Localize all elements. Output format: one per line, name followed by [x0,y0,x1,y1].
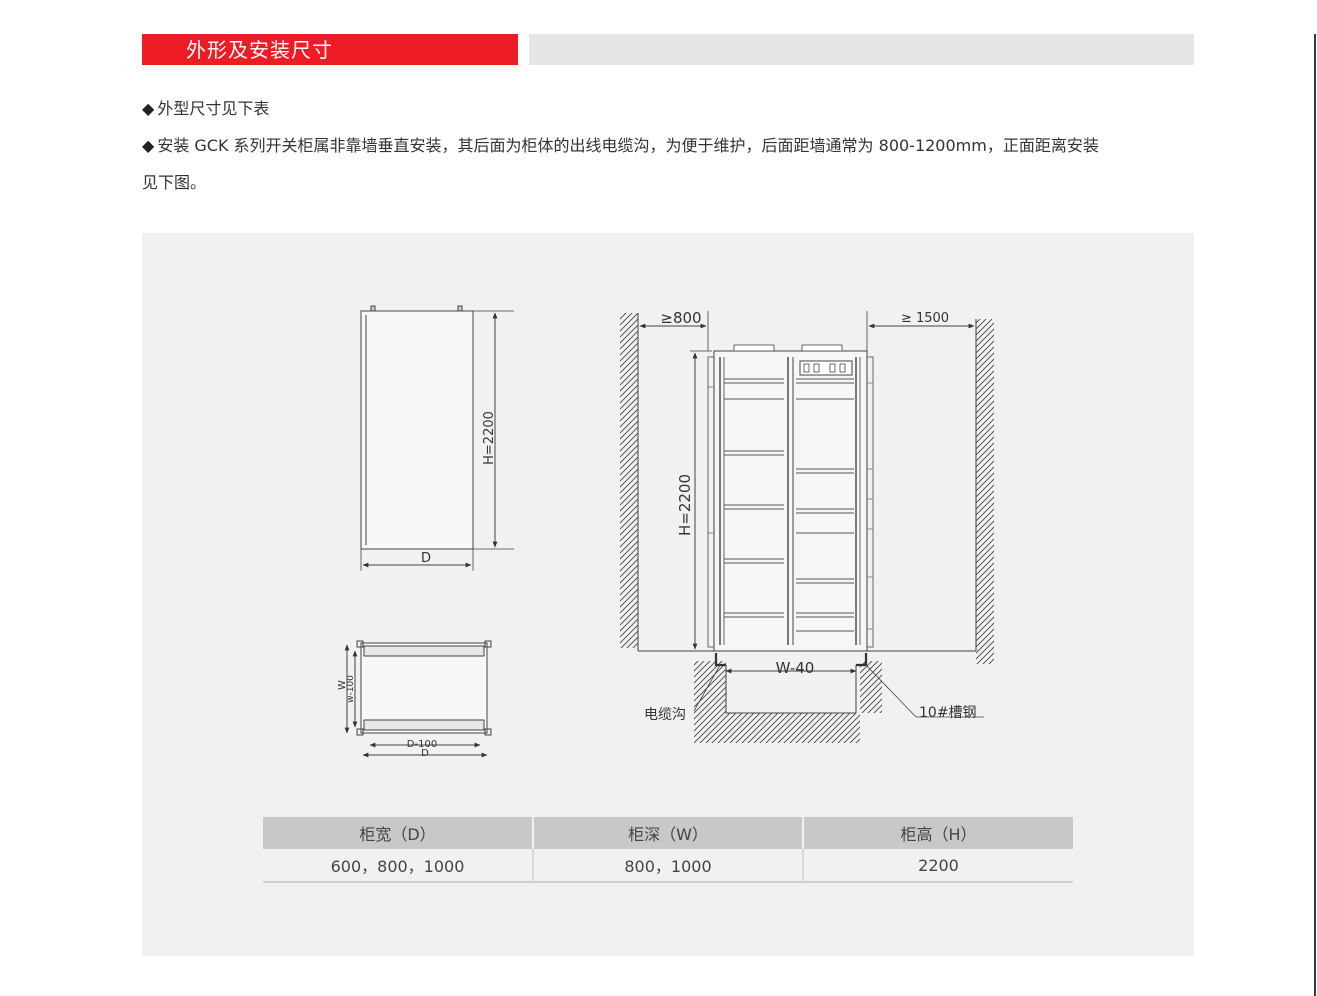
channel-steel-label: 10#槽钢 [919,705,977,721]
table-row: 600，800，1000 800，1000 2200 [263,849,1073,883]
bullet-text-1: 外型尺寸见下表 [157,99,270,118]
front-left-clear-label: ≥800 [660,309,701,327]
bullet-text-2: 安装 GCK 系列开关柜属非靠墙垂直安装，其后面为柜体的出线电缆沟，为便于维护，… [157,136,1099,155]
bullet-line-1: ◆外型尺寸见下表 [142,99,269,119]
top-w100-label: w-100 [346,675,356,703]
diamond-icon: ◆ [142,99,155,118]
top-w-label: W [337,680,348,690]
table-header-row: 柜宽（D） 柜深（W） 柜高（H） [263,817,1073,849]
side-depth-label: D [421,551,431,566]
header-depth: 柜深（W） [533,817,804,849]
front-view [620,311,994,743]
section-title: 外形及安装尺寸 [186,38,333,62]
spec-table: 柜宽（D） 柜深（W） 柜高（H） 600，800，1000 800，1000 … [263,817,1073,883]
section-header: 外形及安装尺寸 [142,34,518,65]
header-height: 柜高（H） [803,817,1073,849]
diamond-icon: ◆ [142,136,155,155]
cable-trench-label: 电缆沟 [644,707,686,723]
page-edge-line [1314,34,1316,996]
bullet-text-3: 见下图。 [142,173,207,192]
header-bar [529,34,1194,65]
front-height-label: H=2200 [676,474,694,536]
front-right-clear-label: ≥ 1500 [901,311,949,326]
side-view [360,305,514,571]
side-height-label: H=2200 [482,411,497,465]
cell-width: 600，800，1000 [263,849,534,883]
drawing-panel: H=2200 D W w-100 D-100 D [142,233,1194,956]
installation-drawing: H=2200 D W w-100 D-100 D [337,305,994,759]
bullet-line-2: ◆安装 GCK 系列开关柜属非靠墙垂直安装，其后面为柜体的出线电缆沟，为便于维护… [142,136,1099,156]
bullet-line-3: 见下图。 [142,173,206,193]
top-d100-label: D-100 [407,739,437,750]
front-w40-label: W-40 [776,659,815,677]
header-width: 柜宽（D） [263,817,534,849]
cell-height: 2200 [803,849,1073,883]
top-d-label: D [421,748,429,759]
cell-depth: 800，1000 [533,849,804,883]
top-view [344,640,492,758]
